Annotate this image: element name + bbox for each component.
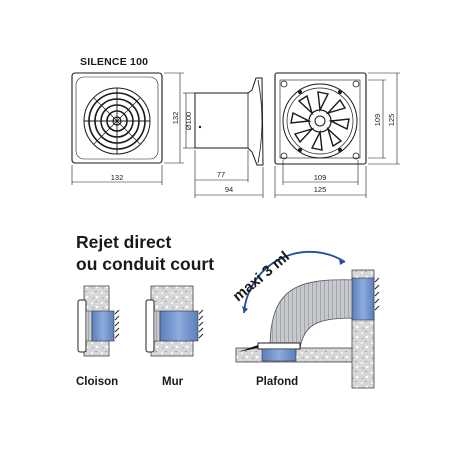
side-diameter-label: Ø100 [184, 112, 193, 130]
partition-install [77, 285, 120, 357]
back-inner-width-label: 109 [314, 173, 327, 182]
ceiling-fan-plate [257, 342, 301, 350]
fan-duct [91, 310, 115, 342]
fan-duct [159, 310, 199, 342]
flexible-duct [269, 279, 359, 349]
airflow-lines [114, 309, 120, 339]
duct-length-arrow [243, 250, 346, 314]
side-body [194, 77, 264, 166]
install-heading-line1: Rejet direct [76, 232, 172, 252]
side-view [183, 77, 264, 198]
front-view [71, 72, 184, 185]
wall-outlet [351, 277, 375, 321]
front-plate-inner [75, 76, 159, 160]
airflow-lines [374, 277, 380, 311]
back-spigot [282, 83, 358, 159]
duct-length-label: maxi 3 ml [230, 248, 293, 305]
ceiling-install [235, 250, 380, 389]
airflow-lines [198, 309, 204, 339]
caption-wall: Mur [162, 376, 184, 388]
back-inner-height-label: 109 [373, 114, 382, 127]
side-spigot-label: 77 [217, 170, 225, 179]
fan-plate [77, 299, 87, 353]
back-view [274, 72, 400, 198]
ceiling-slab [235, 347, 360, 363]
front-height-label: 132 [171, 112, 180, 125]
back-outer-height-label: 125 [387, 114, 396, 127]
front-width-label: 132 [111, 173, 124, 182]
back-plate [274, 72, 367, 165]
caption-partition: Cloison [76, 376, 119, 388]
front-plate [71, 72, 163, 164]
wall-install [145, 285, 204, 357]
back-outer-width-label: 125 [314, 185, 327, 194]
model-name: SILENCE 100 [80, 56, 149, 68]
install-heading-line2: ou conduit court [76, 254, 215, 274]
caption-ceiling: Plafond [256, 376, 299, 388]
impeller-blades [290, 91, 350, 151]
side-depth-label: 94 [225, 185, 233, 194]
fan-plate [145, 299, 155, 353]
